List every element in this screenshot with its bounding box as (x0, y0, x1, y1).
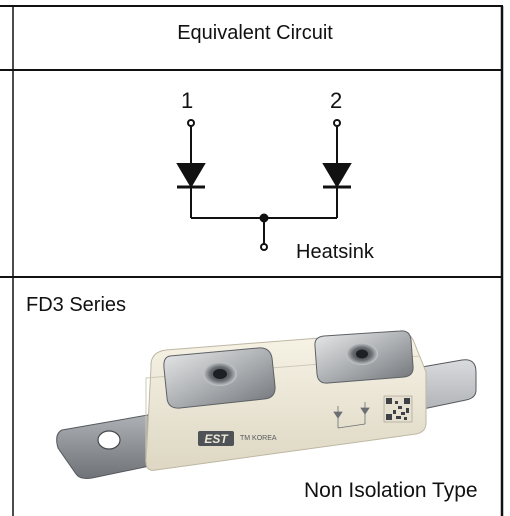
heatsink-label: Heatsink (296, 241, 374, 263)
isolation-type-label: Non Isolation Type (304, 479, 478, 502)
marking-text: TM KOREA (240, 435, 277, 442)
pin-1-label: 1 (181, 88, 194, 113)
pin-1-terminal (187, 119, 195, 127)
heatsink-terminal (260, 243, 268, 251)
mount-hole-left (97, 430, 121, 450)
panel-borders (0, 5, 504, 516)
pin-2-terminal (333, 119, 341, 127)
logo-mark (198, 431, 234, 446)
diode-2-symbol (322, 163, 352, 188)
circuit-schematic (176, 119, 352, 251)
logo-text: EST (204, 432, 229, 446)
diode-1-symbol (176, 163, 206, 188)
qr-code (383, 395, 413, 423)
series-label: FD3 Series (26, 294, 127, 316)
module-photo: EST TM KOREA (56, 330, 477, 479)
printed-schematic (333, 402, 370, 429)
pin-2-label: 2 (330, 88, 343, 113)
section-title: Equivalent Circuit (177, 22, 333, 44)
